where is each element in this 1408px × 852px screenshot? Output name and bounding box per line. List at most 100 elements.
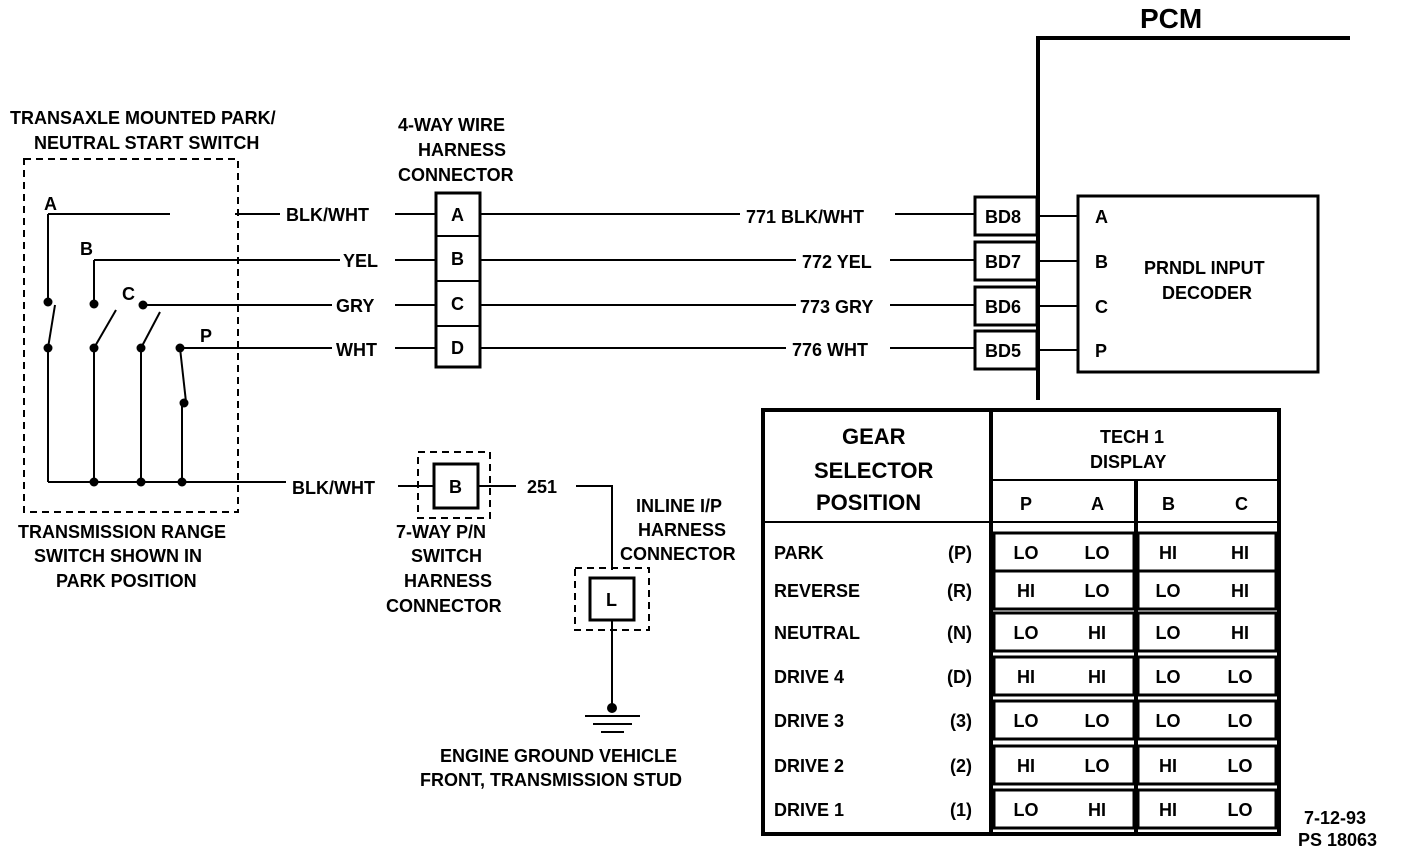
pcm-pin-bd7: BD7 bbox=[985, 252, 1021, 272]
wire-776-label: 776 WHT bbox=[792, 340, 868, 360]
table-cell-value: HI bbox=[1017, 756, 1035, 776]
connector7-dashed-outline bbox=[417, 451, 491, 519]
gear-selector-table: GEAR SELECTOR POSITION TECH 1 DISPLAY P … bbox=[761, 408, 1281, 836]
table-row-code: (P) bbox=[948, 543, 972, 563]
table-cell-value: HI bbox=[1231, 543, 1249, 563]
wire-label-gry: GRY bbox=[336, 296, 374, 316]
table-row-name: NEUTRAL bbox=[774, 623, 860, 643]
park-neutral-switch: TRANSAXLE MOUNTED PARK/ NEUTRAL START SW… bbox=[10, 108, 276, 591]
table-row-code: (2) bbox=[950, 756, 972, 776]
decoder-input-b: B bbox=[1095, 252, 1108, 272]
table-cell-value: LO bbox=[1014, 543, 1039, 563]
connector7-line4: CONNECTOR bbox=[386, 596, 502, 616]
switch-terminal-p: P bbox=[200, 326, 212, 346]
table-cell-value: LO bbox=[1014, 623, 1039, 643]
table-cell-value: HI bbox=[1159, 543, 1177, 563]
footer: 7-12-93 PS 18063 bbox=[1298, 808, 1377, 850]
table-cell-group bbox=[1136, 744, 1278, 786]
table-cell-group bbox=[992, 744, 1136, 786]
switch-caption-line3: PARK POSITION bbox=[56, 571, 197, 591]
table-row-code: (D) bbox=[947, 667, 972, 687]
connector7-line2: SWITCH bbox=[411, 546, 482, 566]
table-cell-value: LO bbox=[1228, 711, 1253, 731]
table-cell-value: HI bbox=[1159, 800, 1177, 820]
table-cell-value: LO bbox=[1156, 623, 1181, 643]
table-cell-value: HI bbox=[1088, 667, 1106, 687]
table-cell-group bbox=[1136, 699, 1278, 741]
ground-label-line2: FRONT, TRANSMISSION STUD bbox=[420, 770, 682, 790]
table-row-name: DRIVE 3 bbox=[774, 711, 844, 731]
decoder-title-line2: DECODER bbox=[1162, 283, 1252, 303]
table-cell-value: HI bbox=[1017, 667, 1035, 687]
switch-caption-line1: TRANSMISSION RANGE bbox=[18, 522, 226, 542]
wire-771-label: 771 BLK/WHT bbox=[746, 207, 864, 227]
ground-wire-label: BLK/WHT bbox=[292, 478, 375, 498]
table-cell-group bbox=[992, 569, 1136, 611]
table-row-code: (3) bbox=[950, 711, 972, 731]
table-row-name: PARK bbox=[774, 543, 824, 563]
table-header-line2: SELECTOR bbox=[814, 458, 934, 483]
table-cell-value: HI bbox=[1017, 581, 1035, 601]
four-way-connector: 4-WAY WIRE HARNESS CONNECTOR A B C D bbox=[398, 115, 514, 369]
connector7-line1: 7-WAY P/N bbox=[396, 522, 486, 542]
table-cell-value: LO bbox=[1085, 581, 1110, 601]
table-row-name: DRIVE 4 bbox=[774, 667, 844, 687]
inline-connector-pin-l: L bbox=[606, 590, 617, 610]
wire-label-wht: WHT bbox=[336, 340, 377, 360]
table-col-c: C bbox=[1235, 494, 1248, 514]
table-row-name: DRIVE 2 bbox=[774, 756, 844, 776]
table-header-line1: GEAR bbox=[842, 424, 906, 449]
table-cell-group bbox=[992, 611, 1136, 653]
table-cell-value: LO bbox=[1156, 667, 1181, 687]
table-row-code: (1) bbox=[950, 800, 972, 820]
table-row-code: (N) bbox=[947, 623, 972, 643]
table-row-name: DRIVE 1 bbox=[774, 800, 844, 820]
switch-title-line2: NEUTRAL START SWITCH bbox=[34, 133, 259, 153]
wire-label-yel: YEL bbox=[343, 251, 378, 271]
connector7-line3: HARNESS bbox=[404, 571, 492, 591]
decoder-title-line1: PRNDL INPUT bbox=[1144, 258, 1265, 278]
connector4-pin-d: D bbox=[451, 338, 464, 358]
connector7-pin-b: B bbox=[449, 477, 462, 497]
connector4-title-line2: HARNESS bbox=[418, 140, 506, 160]
wire-772-label: 772 YEL bbox=[802, 252, 872, 272]
ground-label-line1: ENGINE GROUND VEHICLE bbox=[440, 746, 677, 766]
ground-symbol bbox=[585, 715, 640, 733]
connector4-title-line3: CONNECTOR bbox=[398, 165, 514, 185]
inline-connector-line2: HARNESS bbox=[638, 520, 726, 540]
table-col-p: P bbox=[1020, 494, 1032, 514]
pcm-pin-bd8: BD8 bbox=[985, 207, 1021, 227]
table-cell-value: HI bbox=[1231, 581, 1249, 601]
pcm-title: PCM bbox=[1140, 3, 1202, 34]
wire-773-label: 773 GRY bbox=[800, 297, 873, 317]
table-display-line1: TECH 1 bbox=[1100, 427, 1164, 447]
connector4-pin-c: C bbox=[451, 294, 464, 314]
footer-date: 7-12-93 bbox=[1304, 808, 1366, 828]
table-header-line3: POSITION bbox=[816, 490, 921, 515]
decoder-input-c: C bbox=[1095, 297, 1108, 317]
table-cell-value: LO bbox=[1228, 800, 1253, 820]
table-cell-value: LO bbox=[1156, 581, 1181, 601]
connector4-title-line1: 4-WAY WIRE bbox=[398, 115, 505, 135]
table-cell-group bbox=[1136, 788, 1278, 830]
table-col-b: B bbox=[1162, 494, 1175, 514]
table-cell-value: HI bbox=[1231, 623, 1249, 643]
switch-caption-line2: SWITCH SHOWN IN bbox=[34, 546, 202, 566]
table-cell-value: LO bbox=[1085, 711, 1110, 731]
table-cell-group bbox=[992, 788, 1136, 830]
table-cell-group bbox=[1136, 611, 1278, 653]
wire-label-blk-wht: BLK/WHT bbox=[286, 205, 369, 225]
switch-title-line1: TRANSAXLE MOUNTED PARK/ bbox=[10, 108, 276, 128]
connector7-body bbox=[432, 462, 480, 510]
footer-ref: PS 18063 bbox=[1298, 830, 1377, 850]
connector4-pin-a: A bbox=[451, 205, 464, 225]
switch-terminal-b: B bbox=[80, 239, 93, 259]
inline-connector-line3: CONNECTOR bbox=[620, 544, 736, 564]
switch-terminal-c: C bbox=[122, 284, 135, 304]
wires-switch-to-connector: BLK/WHT YEL GRY WHT bbox=[235, 205, 436, 360]
switch-dashed-enclosure bbox=[23, 158, 239, 513]
wires-connector-to-pcm: 771 BLK/WHT 772 YEL 773 GRY 776 WHT bbox=[480, 207, 975, 360]
pcm-pin-bd6: BD6 bbox=[985, 297, 1021, 317]
table-cell-group bbox=[1136, 569, 1278, 611]
